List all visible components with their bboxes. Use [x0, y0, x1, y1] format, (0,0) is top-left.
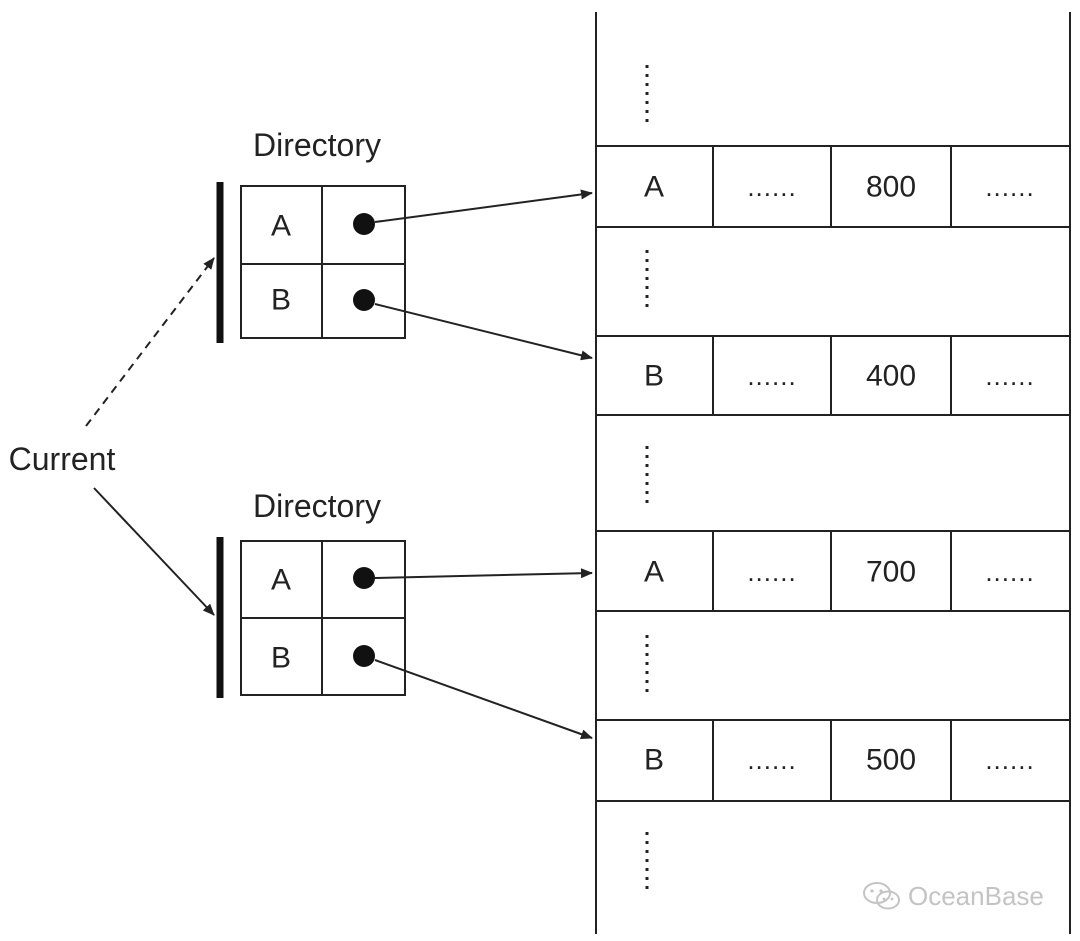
record-key: A [644, 556, 664, 589]
record-row: B ...... 400 ...... [595, 335, 1071, 416]
pointer-dot [353, 289, 375, 311]
record-value: 400 [866, 360, 916, 393]
pointer-arrow [374, 568, 593, 579]
record-key: A [644, 171, 664, 204]
pointer-dot [353, 567, 375, 589]
directory-key: B [271, 284, 291, 317]
record-col4: ...... [985, 557, 1034, 587]
directory-key: B [271, 642, 291, 675]
watermark: OceanBase [862, 878, 1044, 914]
directory-key: A [271, 564, 291, 597]
directory-table-top [240, 185, 406, 339]
record-value: 700 [866, 556, 916, 589]
current-label: Current [9, 441, 116, 477]
record-key: B [644, 360, 664, 393]
pointer-arrows [374, 189, 593, 739]
record-key: B [644, 744, 664, 777]
record-col2: ...... [747, 361, 796, 391]
record-col2: ...... [747, 745, 796, 775]
pointer-arrow [374, 659, 593, 739]
pointer-arrow [374, 303, 593, 361]
current-new-arrow [93, 487, 215, 616]
pointer-dot [353, 213, 375, 235]
current-old-arrow [85, 257, 215, 427]
pointer-dot [353, 645, 375, 667]
record-col2: ...... [747, 172, 796, 202]
directory-table-bottom [240, 540, 406, 696]
pointer-arrow [374, 189, 593, 223]
record-value: 500 [866, 744, 916, 777]
record-col4: ...... [985, 361, 1034, 391]
watermark-text: OceanBase [908, 880, 1044, 911]
directory-title-bottom: Directory [253, 488, 381, 524]
storage-column [595, 12, 1071, 934]
directory-key: A [271, 210, 291, 243]
record-row: A ...... 700 ...... [595, 530, 1071, 612]
record-value: 800 [866, 171, 916, 204]
wechat-icon [863, 882, 900, 910]
record-row: B ...... 500 ...... [595, 719, 1071, 802]
directory-title-top: Directory [253, 127, 381, 163]
record-col4: ...... [985, 745, 1034, 775]
record-row: A ...... 800 ...... [595, 145, 1071, 228]
record-col2: ...... [747, 557, 796, 587]
record-col4: ...... [985, 172, 1034, 202]
